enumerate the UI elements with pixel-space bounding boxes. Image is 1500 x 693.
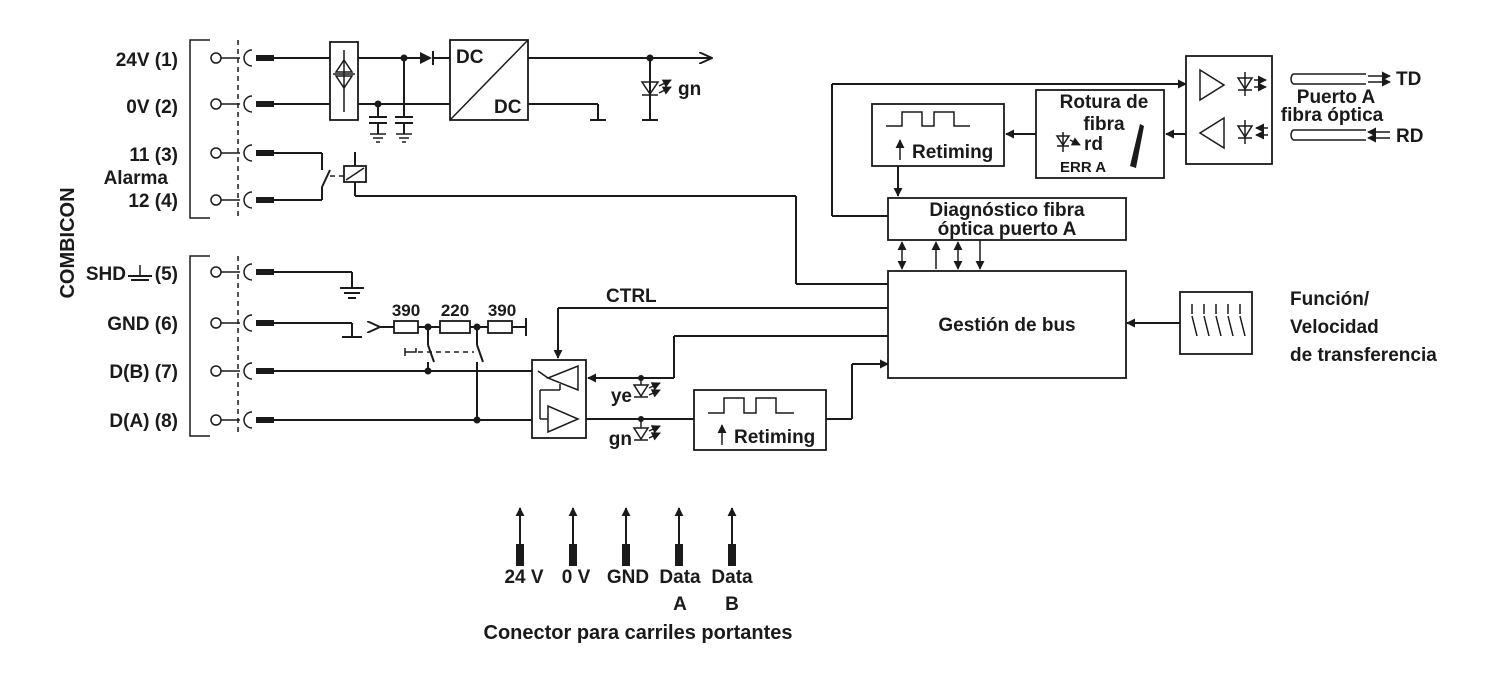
fiber-cable-rd: [1290, 127, 1390, 143]
signal-wedge-icon: [1130, 124, 1144, 168]
rail-pin-label-4: Data: [659, 567, 701, 588]
resistor-2-label: 220: [441, 301, 469, 320]
surge-protection-icon: [329, 41, 359, 121]
fiber-break-label-1: Rotura de: [1060, 92, 1149, 113]
diagnostics-label-1: Diagnóstico fibra: [929, 200, 1085, 221]
dip-switch-icon: [1191, 304, 1246, 337]
ctrl-label: CTRL: [606, 286, 657, 307]
combicon-label: COMBICON: [57, 187, 79, 298]
terminal-5-shd-label: SHD: [86, 264, 126, 285]
diagnostics-label-2: óptica puerto A: [938, 219, 1077, 240]
bus-management-label: Gestión de bus: [938, 315, 1075, 336]
power-led-label: gn: [678, 79, 701, 100]
combicon-terminal-block: COMBICON 24V (1) 0V (2) 11 (3) Alarma 12…: [57, 39, 274, 437]
terminal-4-label: 12 (4): [128, 191, 178, 212]
rs485-transceiver: CTRL ye gn: [274, 286, 888, 450]
tx-led-label: ye: [611, 386, 632, 407]
terminal-5-num-label: (5): [155, 264, 178, 285]
dc-out-label: DC: [494, 97, 522, 118]
rail-connector-caption: Conector para carriles portantes: [484, 622, 793, 644]
dc-dc-converter: DC DC: [449, 39, 529, 121]
rail-pin-data-b: [727, 507, 737, 566]
function-label-1: Función/: [1290, 289, 1370, 310]
dip-switch-block: Función/ Velocidad de transferencia: [1126, 289, 1437, 366]
rail-pin-label-5: Data: [711, 567, 753, 588]
fiber-break-led-label: rd: [1084, 134, 1103, 155]
termination-resistors: 390 220 390: [380, 301, 527, 424]
retiming-block-rs485: Retiming: [693, 359, 889, 451]
fiber-break-led-icon: [1055, 132, 1081, 152]
power-supply-section: DC DC gn: [274, 39, 712, 143]
resistor-3-label: 390: [488, 301, 516, 320]
rx-led-gn-icon: [632, 419, 661, 441]
rail-pin-label-1: 24 V: [504, 567, 543, 588]
rail-pin-gnd: [621, 507, 631, 566]
terminal-7-label: D(B) (7): [109, 362, 178, 383]
function-label-3: de transferencia: [1290, 345, 1437, 366]
fiber-break-block: Rotura de fibra rd ERR A: [1005, 89, 1186, 179]
fo-diagnostics-block: Diagnóstico fibra óptica puerto A: [831, 79, 1187, 270]
shield-gnd-wiring: [274, 271, 364, 338]
terminal-6-label: GND (6): [107, 314, 178, 335]
resistor-1-label: 390: [392, 301, 420, 320]
alarm-relay: [274, 152, 888, 285]
function-label-2: Velocidad: [1290, 317, 1379, 338]
fiber-break-label-2: fibra: [1083, 114, 1125, 135]
rail-pin-data-a: [674, 507, 684, 566]
terminal-screws: [210, 49, 274, 429]
alarm-label: Alarma: [104, 168, 169, 189]
retiming-block-fiber: Retiming: [871, 103, 1005, 197]
rail-pin-sublabel-5: B: [725, 594, 739, 615]
rd-label: RD: [1396, 126, 1423, 147]
rail-pin-0v: [568, 507, 578, 566]
port-label-1: Puerto A: [1297, 87, 1376, 108]
bus-management-block: Gestión de bus: [887, 270, 1127, 379]
din-rail-connector: 24 V 0 V GND Data Data A B Conector para…: [484, 507, 793, 644]
diode-icon: [420, 51, 434, 65]
rail-pin-label-3: GND: [607, 567, 649, 588]
terminal-1-label: 24V (1): [116, 50, 178, 71]
fiber-cable-td: [1290, 71, 1391, 87]
rail-pin-label-2: 0 V: [562, 567, 591, 588]
dc-in-label: DC: [456, 47, 484, 68]
power-led-icon: [640, 58, 672, 121]
terminal-3-label: 11 (3): [129, 145, 178, 166]
tx-led-ye-icon: [632, 378, 661, 398]
rx-photodiode-icon: [1236, 120, 1268, 144]
td-label: TD: [1396, 69, 1421, 90]
retiming-label-rs485: Retiming: [734, 427, 815, 448]
fiber-break-err-label: ERR A: [1060, 159, 1106, 176]
rail-pin-sublabel-4: A: [673, 594, 687, 615]
rx-led-label: gn: [609, 429, 632, 450]
terminal-8-label: D(A) (8): [109, 411, 178, 432]
tx-led-fiber-icon: [1236, 72, 1267, 96]
rail-pin-24v: [515, 507, 525, 566]
fiber-transceiver: TD RD Puerto A fibra óptica: [1185, 55, 1423, 165]
capacitor-icons: [369, 54, 413, 143]
terminal-2-label: 0V (2): [126, 97, 178, 118]
port-label-2: fibra óptica: [1281, 105, 1384, 126]
shield-ground-icon: [128, 265, 152, 281]
retiming-label-fiber: Retiming: [912, 142, 993, 163]
